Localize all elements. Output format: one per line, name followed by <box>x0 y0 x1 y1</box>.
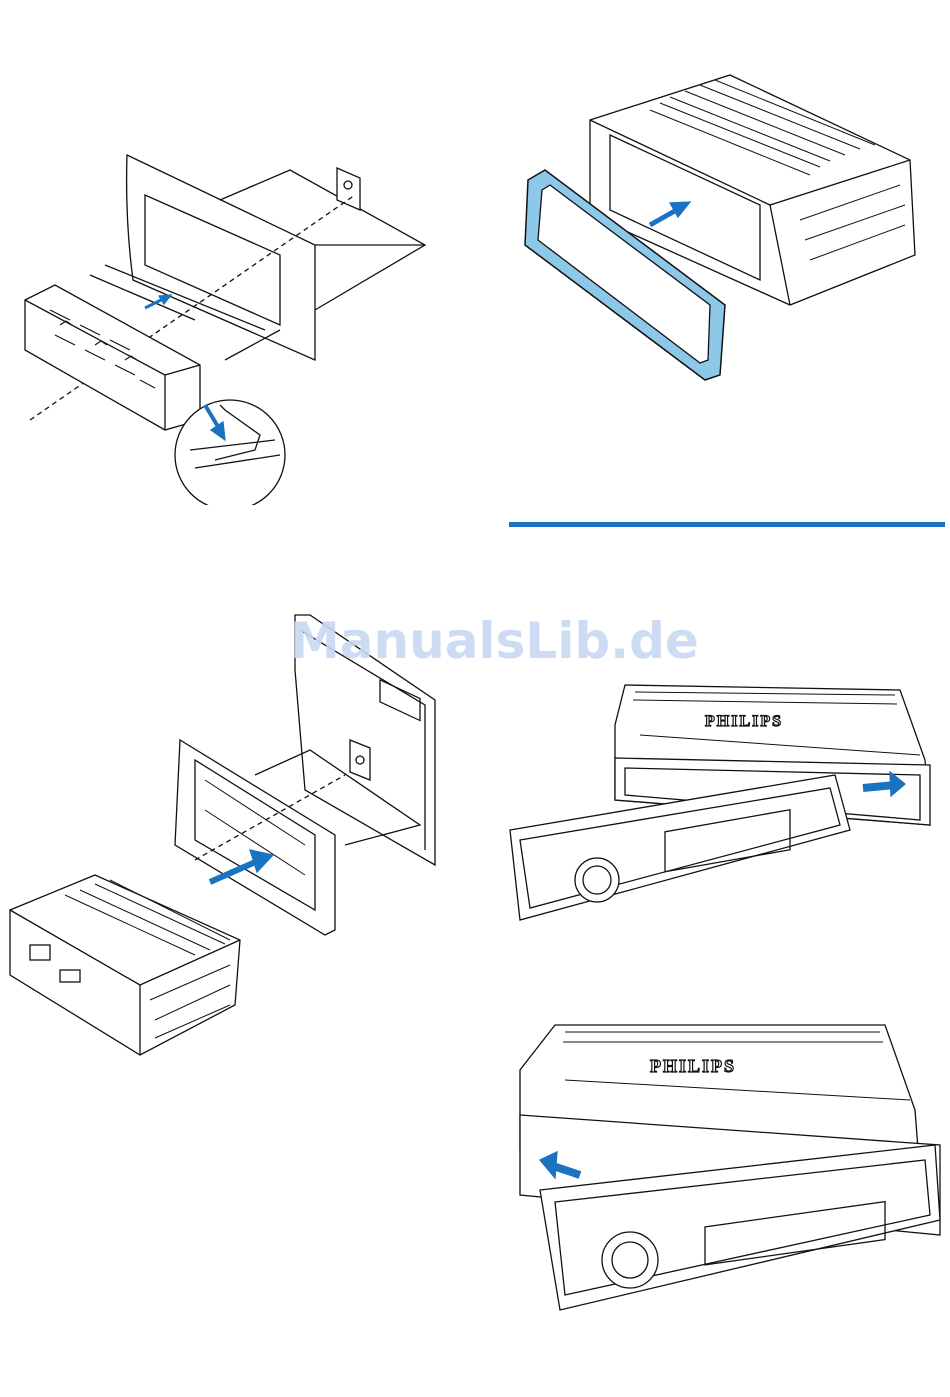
trim-frame-figure <box>520 65 945 395</box>
brand-logo-2: PHILIPS <box>650 1056 736 1076</box>
panel-detach-figure: PHILIPS <box>505 680 950 930</box>
brand-logo: PHILIPS <box>705 713 783 730</box>
panel-attach-figure: PHILIPS <box>505 1020 950 1320</box>
unit-insert-figure <box>5 610 445 1070</box>
mounting-sleeve-figure <box>15 150 445 505</box>
section-divider <box>509 522 945 527</box>
watermark-text: ManualsLib.de <box>290 612 699 670</box>
